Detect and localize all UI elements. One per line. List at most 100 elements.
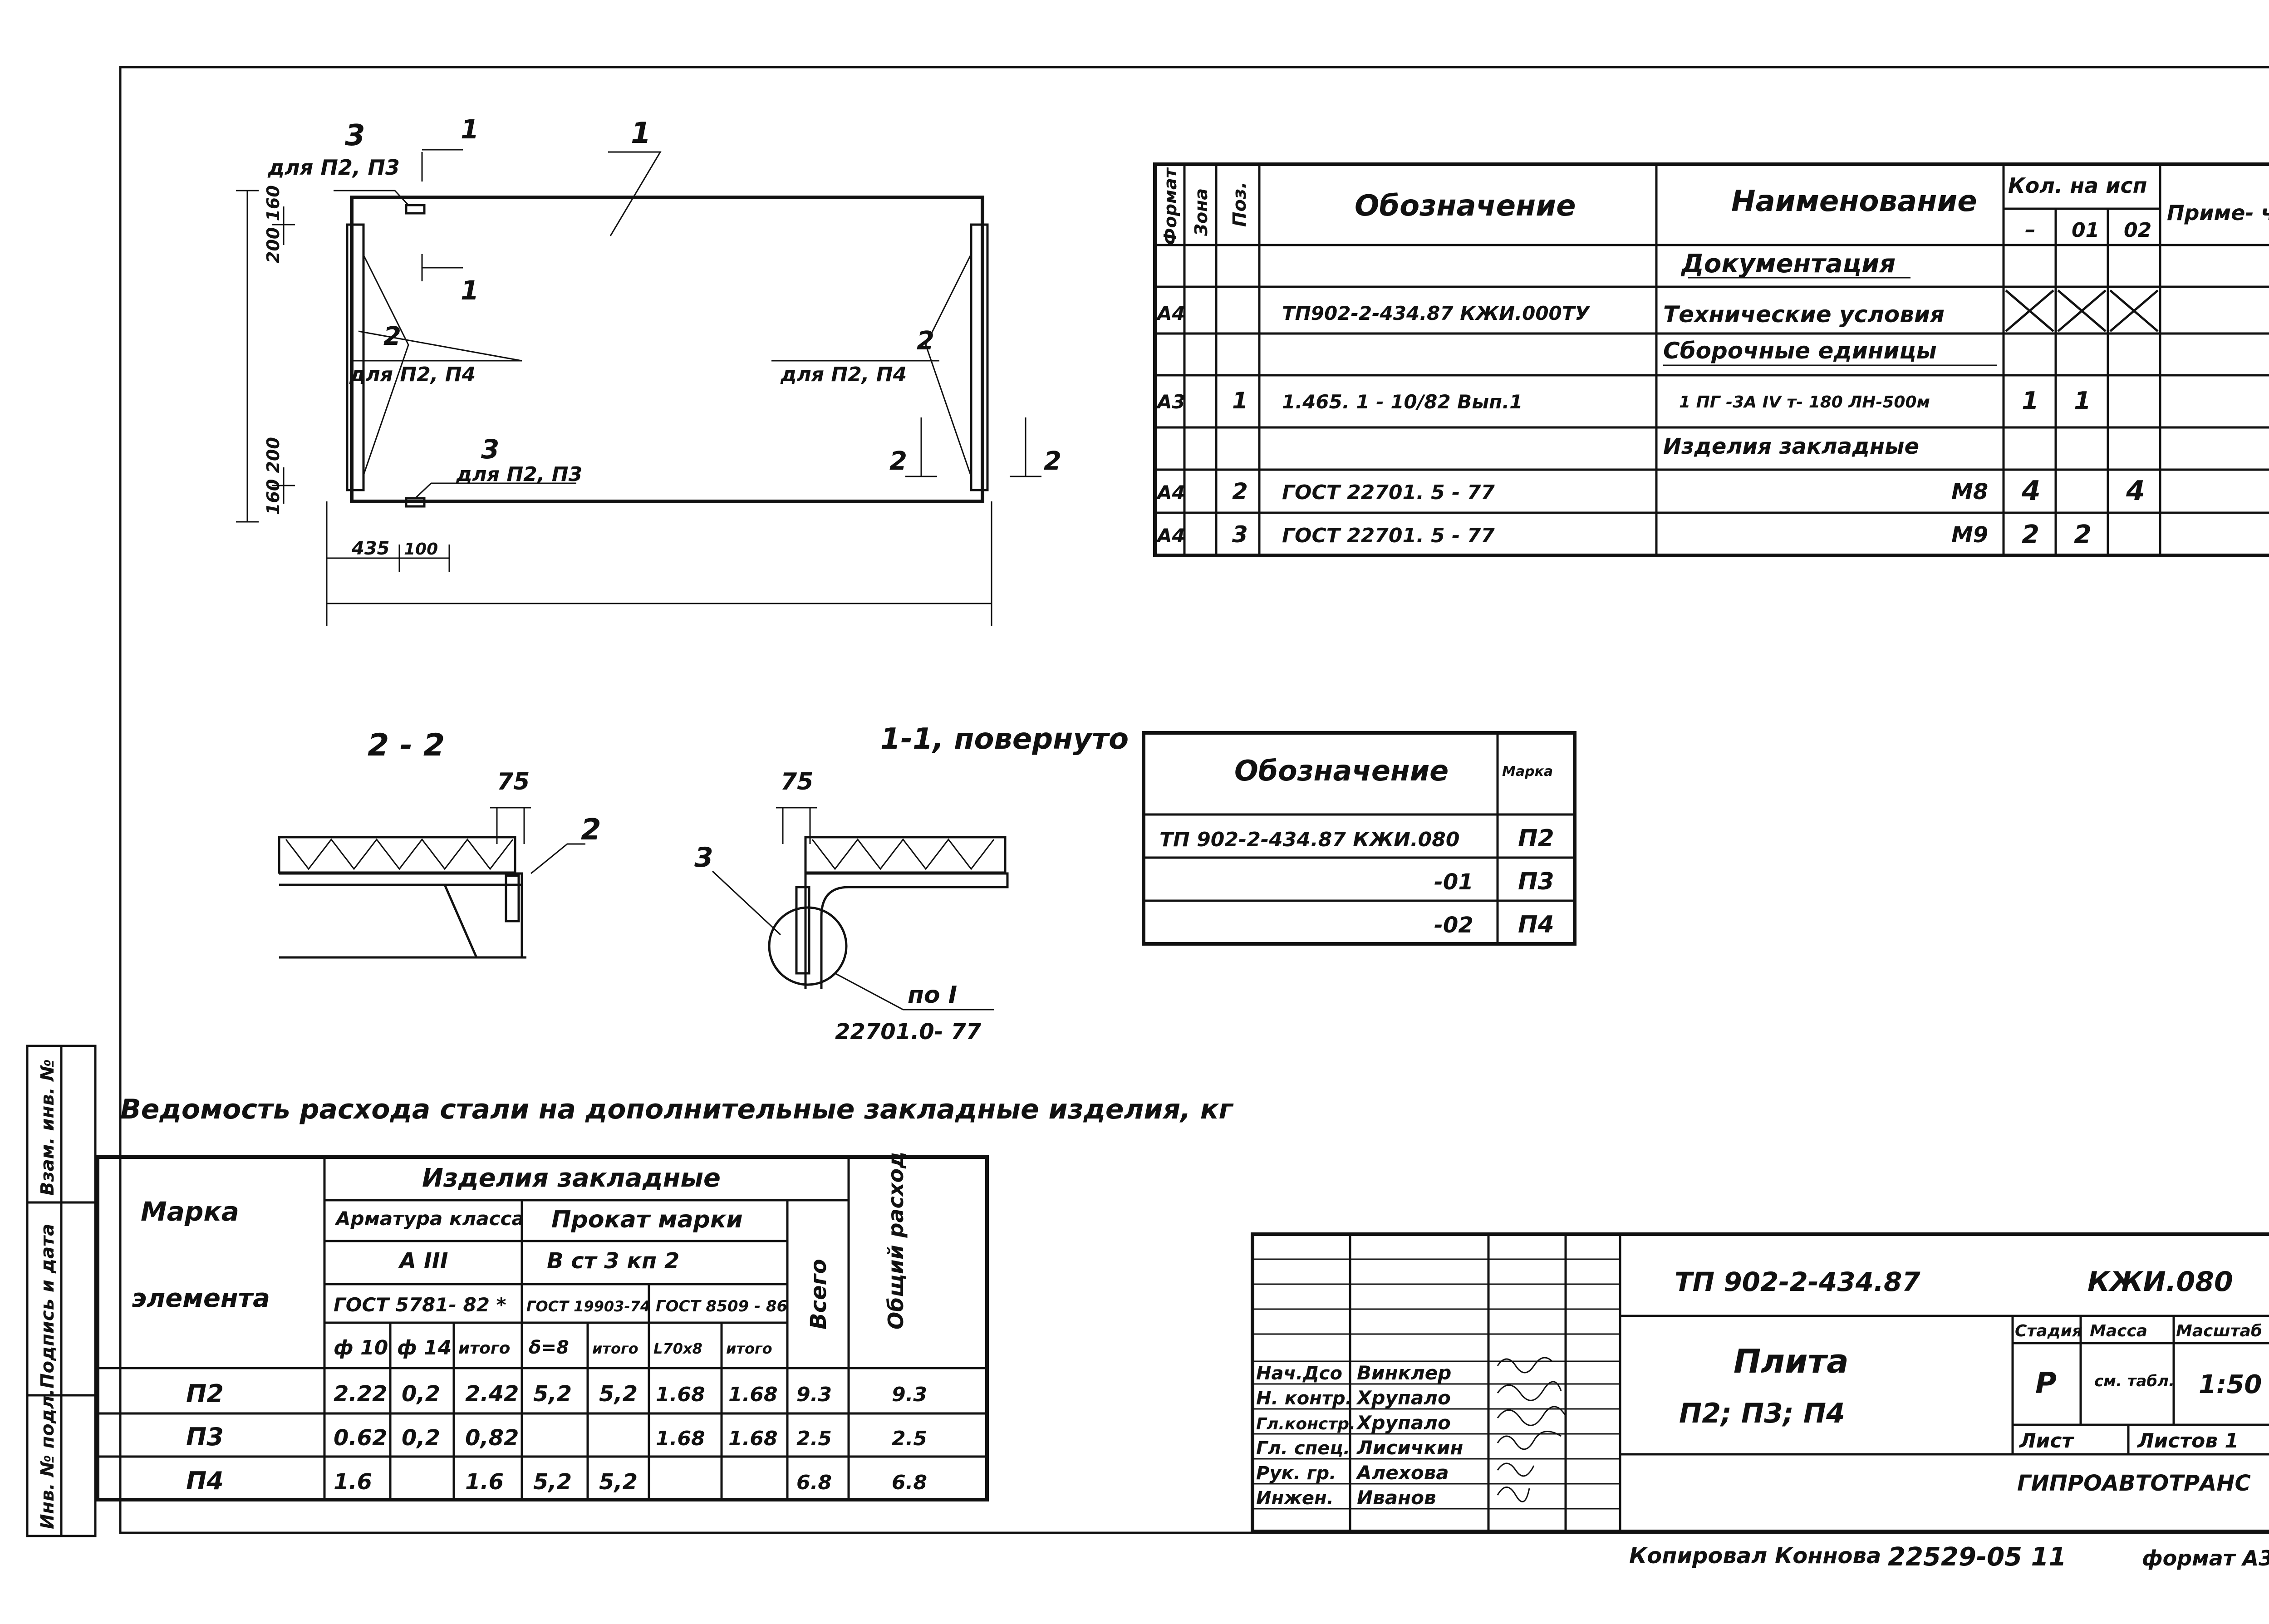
steel-row-it3: 1.68 [728, 1427, 778, 1450]
steel-row-mark: П3 [186, 1423, 224, 1451]
spec-row-q0: 4 [2021, 475, 2041, 507]
steel-row-total: 2.5 [796, 1427, 832, 1450]
steel-header-l70: L70х8 [653, 1340, 702, 1357]
pos2-left-leader [352, 330, 522, 362]
spec-table-crosses [2005, 289, 2159, 332]
slab-outline [350, 196, 984, 503]
steel-row-overall: 2.5 [892, 1427, 927, 1450]
title-mass-label: Масса [2090, 1322, 2147, 1340]
section-11-dim75-label: 75 [781, 768, 813, 795]
steel-row-overall: 6.8 [892, 1471, 927, 1494]
signature-mark [1497, 1381, 1562, 1401]
steel-header-embedded: Изделия закладные [422, 1163, 721, 1193]
steel-header-d8: δ=8 [529, 1337, 569, 1358]
top-dim-marks [272, 206, 295, 245]
stamp-sign-date: Подпись и дата [37, 1224, 58, 1388]
plan-pos1-label: 1 [631, 117, 651, 150]
title-role: Инжен. [1256, 1488, 1334, 1509]
spec-table-verticals [1183, 164, 2161, 555]
steel-header-gost19903: ГОСТ 19903-74 [526, 1298, 650, 1315]
section-1-bottom-marker [421, 254, 463, 281]
plan-pos2-left-label: 2 [383, 322, 401, 351]
title-subtitle: П2; П3; П4 [1679, 1398, 1845, 1429]
spec-table: Формат Зона Поз. Обозначение Наименовани… [1153, 162, 2269, 557]
spec-row-q1: 2 [2074, 520, 2092, 550]
title-left-horizontals [1252, 1258, 1620, 1510]
width-ext-lines [326, 501, 992, 626]
section-11-ref-leader [835, 972, 994, 1011]
title-doc-code: ТП 902-2-434.87 [1675, 1266, 1920, 1297]
title-sheets-label: Листов 1 [2136, 1429, 2239, 1452]
title-name: Винклер [1357, 1362, 1451, 1384]
signature-mark [1497, 1357, 1553, 1374]
steel-row-it1: 0,82 [465, 1425, 519, 1451]
spec-header-zone: Зона [1191, 188, 1211, 236]
marks-row-mark: П3 [1518, 868, 1554, 895]
spec-header-qty-01: 01 [2072, 219, 2099, 242]
title-role: Гл. спец. [1256, 1438, 1350, 1459]
spec-header-qty: Кол. на исп [2008, 173, 2147, 198]
steel-header-gost5781: ГОСТ 5781- 82 * [334, 1294, 506, 1316]
title-name: Иванов [1357, 1487, 1436, 1509]
steel-row-total: 6.8 [796, 1471, 832, 1494]
spec-row-name: 1 ПГ -3А IV т- 180 ЛН-500м [1679, 393, 1930, 412]
spec-row-pos: 2 [1232, 478, 1248, 505]
plan-pos2-right-label: 2 [917, 326, 934, 356]
plan-for-p2p4-right: для П2, П4 [780, 363, 907, 386]
steel-row-d8: 5,2 [533, 1469, 572, 1495]
section-1-bottom-label: 1 [461, 275, 479, 306]
steel-row-mark: П2 [186, 1379, 224, 1408]
spec-table-frame [1153, 162, 2269, 557]
width-dim-line [326, 585, 992, 622]
title-name: Хрупало [1356, 1387, 1451, 1409]
spec-row-designation: ТП902-2-434.87 КЖИ.000ТУ [1282, 302, 1591, 324]
pos3-bottom-leader-b [414, 482, 432, 499]
steel-row-it2: 5,2 [599, 1381, 638, 1407]
right-brace [925, 254, 972, 477]
section-2-right-marker [1010, 417, 1041, 477]
marks-row-mark: П4 [1518, 911, 1554, 938]
footer-copied: Копировал Коннова [1629, 1543, 1881, 1569]
steel-row-it1: 1.6 [465, 1469, 504, 1495]
marks-header-mark: Марка [1502, 764, 1553, 780]
spec-row-q2: 4 [2126, 475, 2145, 507]
spec-row-format: А4 [1156, 525, 1185, 547]
stamp-replace-inv: Взам. инв. № [37, 1059, 58, 1196]
plan-for-p2p3-top: для П2, П3 [267, 155, 400, 180]
title-block-frame [1251, 1232, 2269, 1533]
steel-header-overall: Общий расход [884, 1152, 908, 1330]
title-name: Хрупало [1356, 1412, 1451, 1434]
steel-row-mark: П4 [186, 1467, 224, 1495]
steel-table-title: Ведомость расхода стали на дополнительны… [120, 1094, 1234, 1125]
footer-format: формат А3 [2142, 1546, 2269, 1570]
spec-header-note: Приме- чание [2167, 201, 2269, 225]
spec-header-qty-dash: – [2025, 217, 2036, 242]
section-22-title: 2 - 2 [368, 727, 445, 763]
steel-row-it2: 5,2 [599, 1469, 638, 1495]
spec-header-pos: Поз. [1229, 182, 1250, 227]
spec-heading-underlines [1663, 277, 1997, 366]
title-role: Нач.Дсо [1256, 1363, 1342, 1384]
title-block: ТП 902-2-434.87 КЖИ.080 Плита П2; П3; П4… [1251, 1232, 2269, 1533]
steel-header-rolled: Прокат марки [551, 1206, 743, 1233]
spec-row-name: М9 [1951, 522, 1988, 548]
title-name: Алехова [1356, 1462, 1449, 1484]
steel-header-rebar-class: Арматура класса [334, 1207, 525, 1230]
section-22-pos2-label: 2 [581, 813, 601, 847]
steel-header-element: элемента [132, 1284, 270, 1313]
footer: Копировал Коннова 22529-05 11 формат А3 [1629, 1542, 2269, 1572]
section-2-right-label: 2 [1044, 446, 1061, 476]
title-role: Гл.констр. [1256, 1415, 1356, 1433]
spec-row-q0: 2 [2022, 520, 2039, 550]
steel-row-l70: 1.68 [656, 1427, 705, 1450]
title-role: Рук. гр. [1256, 1463, 1336, 1484]
steel-table-frame [96, 1155, 989, 1501]
steel-verticals-sub [389, 1284, 723, 1500]
plan-for-p2p3-bottom: для П2, П3 [456, 463, 582, 486]
dim-200-160: 200 160 [263, 185, 283, 263]
title-product: Плита [1734, 1342, 1849, 1380]
spec-row-name: М8 [1951, 479, 1988, 505]
plan-pos3-bottom-label: 3 [481, 434, 499, 465]
plan-pos3-top-label: 3 [345, 119, 365, 152]
section-22-embed [505, 874, 520, 922]
